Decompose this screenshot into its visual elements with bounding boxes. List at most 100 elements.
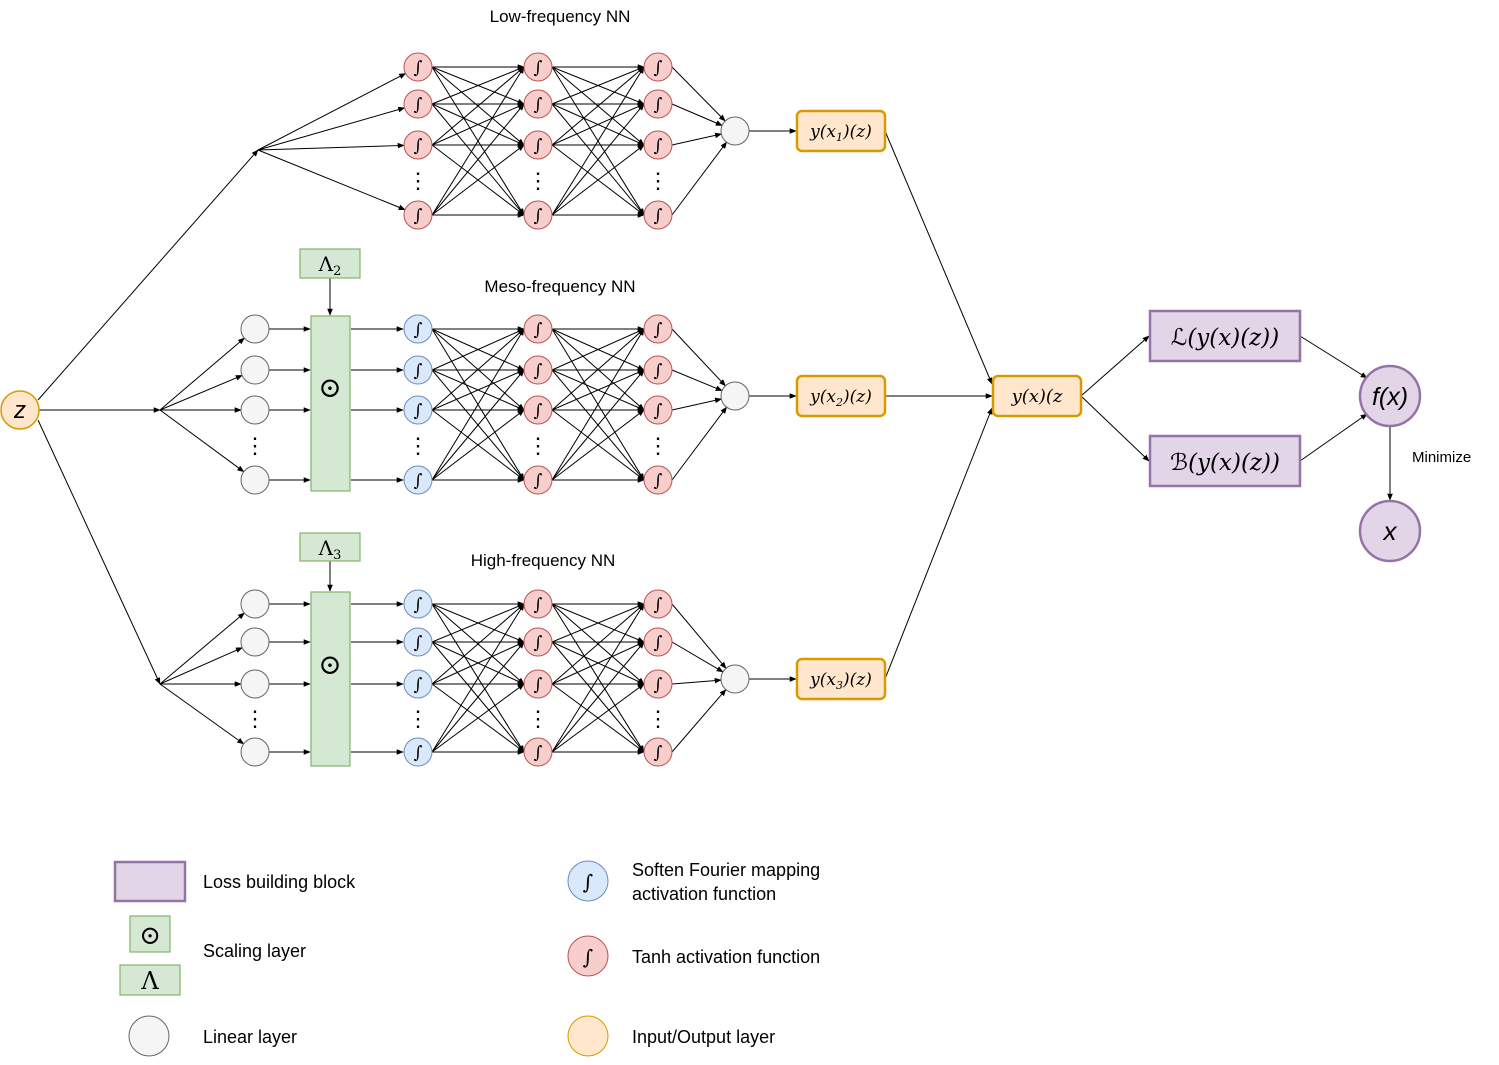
meso-dense-edge bbox=[551, 409, 645, 481]
low-layer2-neuron: ∫ bbox=[523, 130, 553, 160]
low-layer3-neuron: ∫ bbox=[643, 52, 673, 82]
activation-glyph: ∫ bbox=[414, 633, 423, 653]
legend-loss-swatch bbox=[113, 860, 187, 903]
objective-label: f(x) bbox=[1372, 383, 1408, 411]
y-to-L-edge bbox=[1080, 335, 1150, 397]
activation-glyph: ∫ bbox=[534, 471, 543, 491]
low-layer3-neuron: ∫ bbox=[643, 200, 673, 230]
high-layer1-neuron: ∫ bbox=[403, 627, 433, 657]
output-y2: y(x2)(z) bbox=[795, 374, 887, 418]
meso-to-sum-edge bbox=[671, 369, 723, 392]
low-to-sum-edge bbox=[671, 141, 728, 216]
high-layer2-neuron: ∫ bbox=[523, 737, 553, 767]
meso-to-sum-edge bbox=[671, 397, 723, 411]
z-to-high-edge bbox=[37, 419, 161, 685]
high-layer3-neuron: ∫ bbox=[643, 627, 673, 657]
legend: Loss building block ⊙ Λ Scaling layer Li… bbox=[113, 860, 820, 1057]
low-dense-edge bbox=[431, 66, 525, 105]
y-to-B-edge bbox=[1080, 395, 1150, 462]
meso-layer2-neuron: ∫ bbox=[523, 314, 553, 344]
low-dense-edge bbox=[551, 144, 645, 216]
variable-node-x: x bbox=[1358, 499, 1422, 563]
activation-glyph: ∫ bbox=[414, 675, 423, 695]
high-layer1-neuron: ∫ bbox=[403, 669, 433, 699]
high-dense-edge bbox=[431, 603, 525, 753]
meso-sum-node bbox=[720, 381, 750, 411]
svg-text:y(x2)(z): y(x2)(z) bbox=[809, 387, 872, 409]
activation-glyph: ∫ bbox=[414, 361, 423, 381]
activation-glyph: ∫ bbox=[534, 361, 543, 381]
meso-layer2-neuron: ∫ bbox=[523, 355, 553, 385]
low-fanout-edge bbox=[257, 106, 406, 151]
legend-fourier-line2: activation function bbox=[632, 884, 776, 904]
low-ellipsis: ⋮ bbox=[647, 169, 669, 194]
high-dense-edge bbox=[551, 603, 645, 643]
meso-dense-edge bbox=[551, 369, 645, 411]
activation-glyph: ∫ bbox=[534, 743, 543, 763]
low-fanout-edge bbox=[257, 149, 406, 211]
svg-text:y(x3)(z): y(x3)(z) bbox=[809, 670, 872, 692]
L-symbol: ℒ bbox=[1171, 325, 1188, 351]
low-ellipsis: ⋮ bbox=[527, 169, 549, 194]
high-dense-edge bbox=[551, 641, 645, 753]
meso-fanout-edge bbox=[159, 374, 243, 411]
high-dense-edge bbox=[431, 683, 525, 753]
network-nodes: ∫∫∫∫∫∫∫∫∫∫∫∫⋮⋮⋮⋮∫∫∫∫∫∫∫∫∫∫∫∫⋮⋮⋮⋮∫∫∫∫∫∫∫∫… bbox=[240, 52, 750, 767]
B-to-f-edge bbox=[1299, 413, 1368, 462]
hadamard-symbol-high: ⊙ bbox=[318, 648, 341, 681]
high-fanout-edge bbox=[159, 683, 245, 745]
hadamard-symbol-meso: ⊙ bbox=[318, 371, 341, 404]
lambda3-box: Λ3 bbox=[299, 532, 361, 563]
legend-tanh-swatch bbox=[567, 935, 609, 977]
legend-io-label: Input/Output layer bbox=[632, 1027, 775, 1047]
low-dense-edge bbox=[431, 103, 525, 146]
loss-block-B: ℬ(y(x)(z)) bbox=[1148, 434, 1302, 488]
high-ellipsis: ⋮ bbox=[407, 707, 429, 732]
activation-glyph: ∫ bbox=[654, 633, 663, 653]
legend-tanh-glyph: ∫ bbox=[583, 945, 593, 969]
meso-ellipsis: ⋮ bbox=[407, 434, 429, 459]
activation-glyph: ∫ bbox=[414, 95, 423, 115]
high-fanout-edge bbox=[159, 647, 243, 685]
y3-pre: y(x bbox=[809, 670, 836, 690]
high-fanout-edge bbox=[159, 612, 245, 685]
low-dense-edge bbox=[431, 103, 525, 216]
loss-block-L: ℒ(y(x)(z)) bbox=[1148, 309, 1302, 363]
high-ellipsis: ⋮ bbox=[647, 707, 669, 732]
meso-ellipsis: ⋮ bbox=[647, 434, 669, 459]
svg-text:y(x1)(z): y(x1)(z) bbox=[809, 122, 872, 144]
y1-pre: y(x bbox=[809, 122, 836, 142]
output-y1: y(x1)(z) bbox=[795, 109, 887, 153]
high-layer3-neuron: ∫ bbox=[643, 669, 673, 699]
high-sum-node bbox=[720, 664, 750, 694]
meso-linear-neuron bbox=[240, 314, 270, 344]
high-layer2-neuron: ∫ bbox=[523, 627, 553, 657]
y2-pre: y(x bbox=[809, 387, 836, 407]
high-linear-neuron bbox=[240, 737, 270, 767]
y1-post: )(z) bbox=[842, 122, 872, 142]
high-layer3-neuron: ∫ bbox=[643, 737, 673, 767]
legend-fourier-line1: Soften Fourier mapping bbox=[632, 860, 820, 880]
low-layer2-neuron: ∫ bbox=[523, 52, 553, 82]
minimize-label: Minimize bbox=[1412, 449, 1471, 466]
high-layer1-neuron: ∫ bbox=[403, 737, 433, 767]
meso-layer2-neuron: ∫ bbox=[523, 395, 553, 425]
high-linear-ellipsis: ⋮ bbox=[244, 707, 266, 732]
legend-scaling-label: Scaling layer bbox=[203, 941, 306, 961]
legend-linear-label: Linear layer bbox=[203, 1027, 297, 1047]
meso-dense-edge bbox=[431, 328, 525, 411]
low-dense-edge bbox=[551, 66, 645, 146]
legend-lambda-swatch bbox=[119, 964, 181, 996]
meso-to-sum-edge bbox=[671, 406, 728, 481]
lambda3-base: Λ bbox=[318, 536, 334, 560]
meso-linear-neuron bbox=[240, 355, 270, 385]
activation-glyph: ∫ bbox=[534, 401, 543, 421]
y1-to-y-edge bbox=[884, 130, 993, 385]
low-to-sum-edge bbox=[671, 132, 723, 146]
meso-dense-edge bbox=[551, 328, 645, 481]
combined-output-label: y(x)(z bbox=[1011, 386, 1063, 407]
high-layer2-neuron: ∫ bbox=[523, 589, 553, 619]
activation-glyph: ∫ bbox=[654, 675, 663, 695]
y3-to-y-edge bbox=[884, 407, 993, 680]
